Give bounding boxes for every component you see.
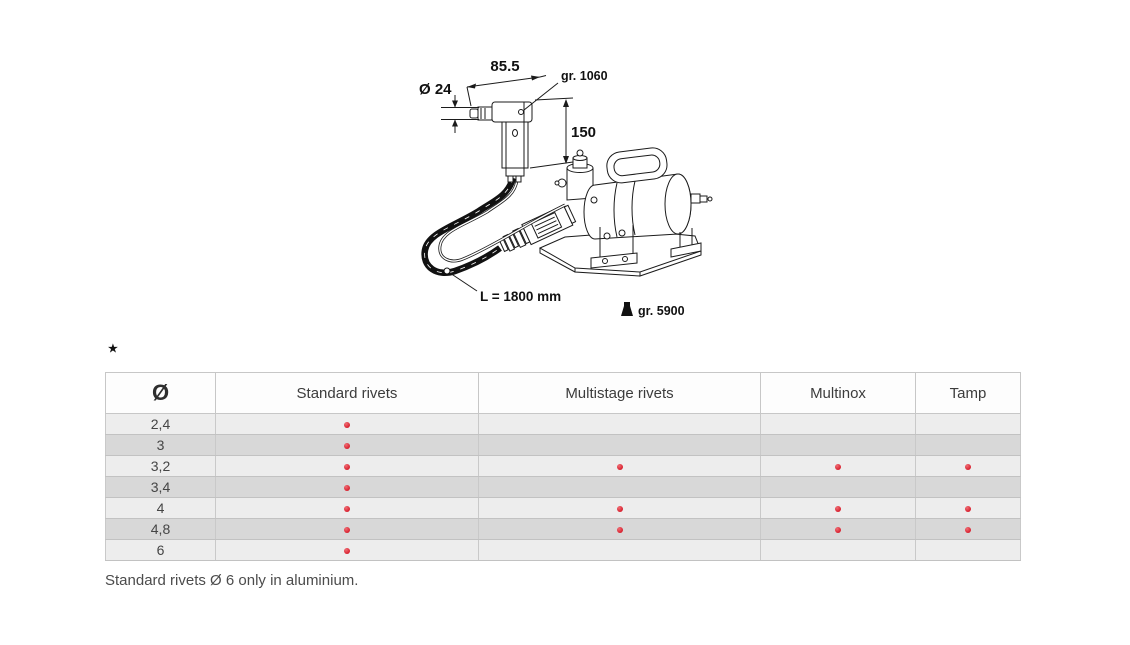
cell-multinox: [760, 539, 916, 561]
dim-diameter-label: Ø 24: [419, 81, 452, 98]
cell-multinox: [760, 518, 916, 540]
unit-weight-art: gr. 5900: [621, 302, 685, 318]
cell-multistage: [478, 455, 761, 477]
unit-weight-label: gr. 5900: [638, 304, 685, 318]
cell-tamp: [915, 413, 1021, 435]
availability-dot: [616, 464, 623, 471]
cell-tamp: [915, 476, 1021, 498]
cell-diameter: 4: [105, 497, 216, 519]
dim-diameter-art: Ø 24: [419, 81, 479, 133]
availability-dot: [965, 527, 971, 534]
hose-length-label: L = 1800 mm: [480, 289, 561, 304]
hose-art: [421, 176, 566, 276]
table-row: 4,8: [105, 518, 1021, 540]
tool-weight-label: gr. 1060: [561, 69, 608, 83]
availability-dot: [344, 548, 350, 555]
intensifier-art: [498, 204, 577, 253]
cell-multinox: [760, 434, 916, 456]
availability-dot: [965, 464, 971, 471]
availability-dot: [344, 422, 350, 429]
cell-standard: [215, 539, 479, 561]
col-header-standard: Standard rivets: [215, 372, 479, 414]
cell-multistage: [478, 476, 761, 498]
pump-unit-art: [538, 147, 713, 277]
cell-multistage: [478, 497, 761, 519]
table-row: 3,4: [105, 476, 1021, 498]
cell-diameter: 6: [105, 539, 216, 561]
cell-diameter: 3,4: [105, 476, 216, 498]
cell-multinox: [760, 497, 916, 519]
dim-85-art: 85.5: [466, 58, 547, 107]
cell-tamp: [915, 497, 1021, 519]
cell-diameter: 3,2: [105, 455, 216, 477]
col-header-multinox: Multinox: [760, 372, 916, 414]
availability-dot: [616, 527, 623, 534]
cell-multinox: [760, 455, 916, 477]
cell-standard: [215, 497, 479, 519]
cell-multinox: [760, 413, 916, 435]
cell-standard: [215, 413, 479, 435]
cell-tamp: [915, 434, 1021, 456]
cell-standard: [215, 455, 479, 477]
technical-drawing: 85.5 Ø 24 gr. 1060 150 L = 1800 mm: [419, 58, 713, 318]
cell-standard: [215, 518, 479, 540]
table-row: 2,4: [105, 413, 1021, 435]
cell-multinox: [760, 476, 916, 498]
availability-dot: [616, 506, 623, 513]
col-header-diameter: Ø: [105, 372, 216, 414]
availability-dot: [835, 506, 841, 513]
cell-multistage: [478, 434, 761, 456]
footnote-text: Standard rivets Ø 6 only in aluminium.: [105, 572, 359, 589]
cell-multistage: [478, 539, 761, 561]
weight-icon: [621, 302, 633, 316]
cell-multistage: [478, 518, 761, 540]
dim-width-label: 85.5: [490, 58, 519, 75]
cell-standard: [215, 434, 479, 456]
col-header-multistage: Multistage rivets: [478, 372, 761, 414]
cell-diameter: 4,8: [105, 518, 216, 540]
table-row: 4: [105, 497, 1021, 519]
table-row: 3,2: [105, 455, 1021, 477]
availability-dot: [344, 464, 350, 471]
table-row: 6: [105, 539, 1021, 561]
rivet-tool-art: [469, 101, 533, 183]
cell-multistage: [478, 413, 761, 435]
cell-diameter: 3: [105, 434, 216, 456]
hose-length-art: L = 1800 mm: [449, 272, 561, 304]
availability-dot: [344, 527, 350, 534]
dim-height-label: 150: [571, 124, 596, 141]
availability-dot: [835, 527, 841, 534]
availability-dot: [835, 464, 841, 471]
availability-dot: [344, 485, 350, 492]
footnote-marker: ★: [108, 343, 118, 355]
availability-dot: [344, 506, 350, 513]
table-row: 3: [105, 434, 1021, 456]
cell-standard: [215, 476, 479, 498]
cell-tamp: [915, 518, 1021, 540]
col-header-tamp: Tamp: [915, 372, 1021, 414]
availability-dot: [344, 443, 350, 450]
cell-tamp: [915, 455, 1021, 477]
tool-weight-art: gr. 1060: [523, 69, 608, 111]
cell-tamp: [915, 539, 1021, 561]
availability-dot: [965, 506, 971, 513]
dim-150-art: 150: [529, 97, 596, 169]
cell-diameter: 2,4: [105, 413, 216, 435]
